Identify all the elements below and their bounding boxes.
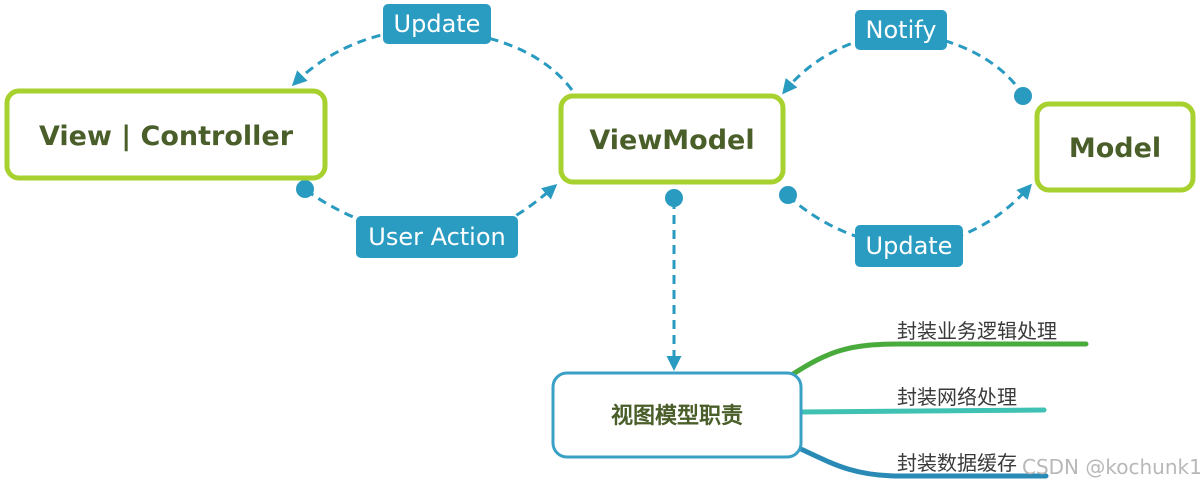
edge-label-user-action-text: User Action [368, 223, 506, 251]
node-view-controller: View | Controller [4, 88, 328, 181]
edge-label-notify-text: Notify [866, 16, 937, 44]
node-view-controller-label: View | Controller [39, 121, 294, 152]
connectors [291, 26, 1032, 371]
dot-view-bottom [296, 180, 314, 198]
branch-line-cache [787, 441, 1049, 479]
node-responsibilities: 视图模型职责 [551, 371, 803, 459]
branch-text-business: 封装业务逻辑处理 [897, 319, 1057, 343]
edge-label-update-top: Update [383, 4, 491, 44]
watermark: CSDN @kochunk1t [1022, 455, 1200, 479]
edge-label-update-bottom: Update [855, 225, 963, 267]
node-responsibilities-label: 视图模型职责 [611, 403, 743, 429]
edge-label-update-top-text: Update [394, 10, 481, 38]
branch-line-network [797, 407, 1047, 415]
dot-viewmodel-bottom [665, 189, 683, 207]
branch-text-network: 封装网络处理 [897, 385, 1017, 409]
branch-line-business [787, 341, 1089, 379]
dot-model-top [1014, 87, 1032, 105]
edge-label-user-action: User Action [356, 216, 518, 258]
edge-label-update-bottom-text: Update [866, 232, 953, 260]
connector-update-bottom [787, 183, 1032, 248]
node-model-label: Model [1069, 133, 1161, 164]
connector-dots [296, 87, 1032, 207]
node-viewmodel-label: ViewModel [589, 125, 754, 156]
branch-text-cache: 封装数据缓存 [897, 451, 1017, 475]
dot-viewmodel-right [779, 186, 797, 204]
node-viewmodel: ViewModel [558, 93, 786, 185]
edge-label-notify: Notify [855, 10, 947, 50]
connector-update-top [291, 26, 574, 91]
node-model: Model [1034, 101, 1196, 193]
responsibility-branches [787, 341, 1089, 479]
